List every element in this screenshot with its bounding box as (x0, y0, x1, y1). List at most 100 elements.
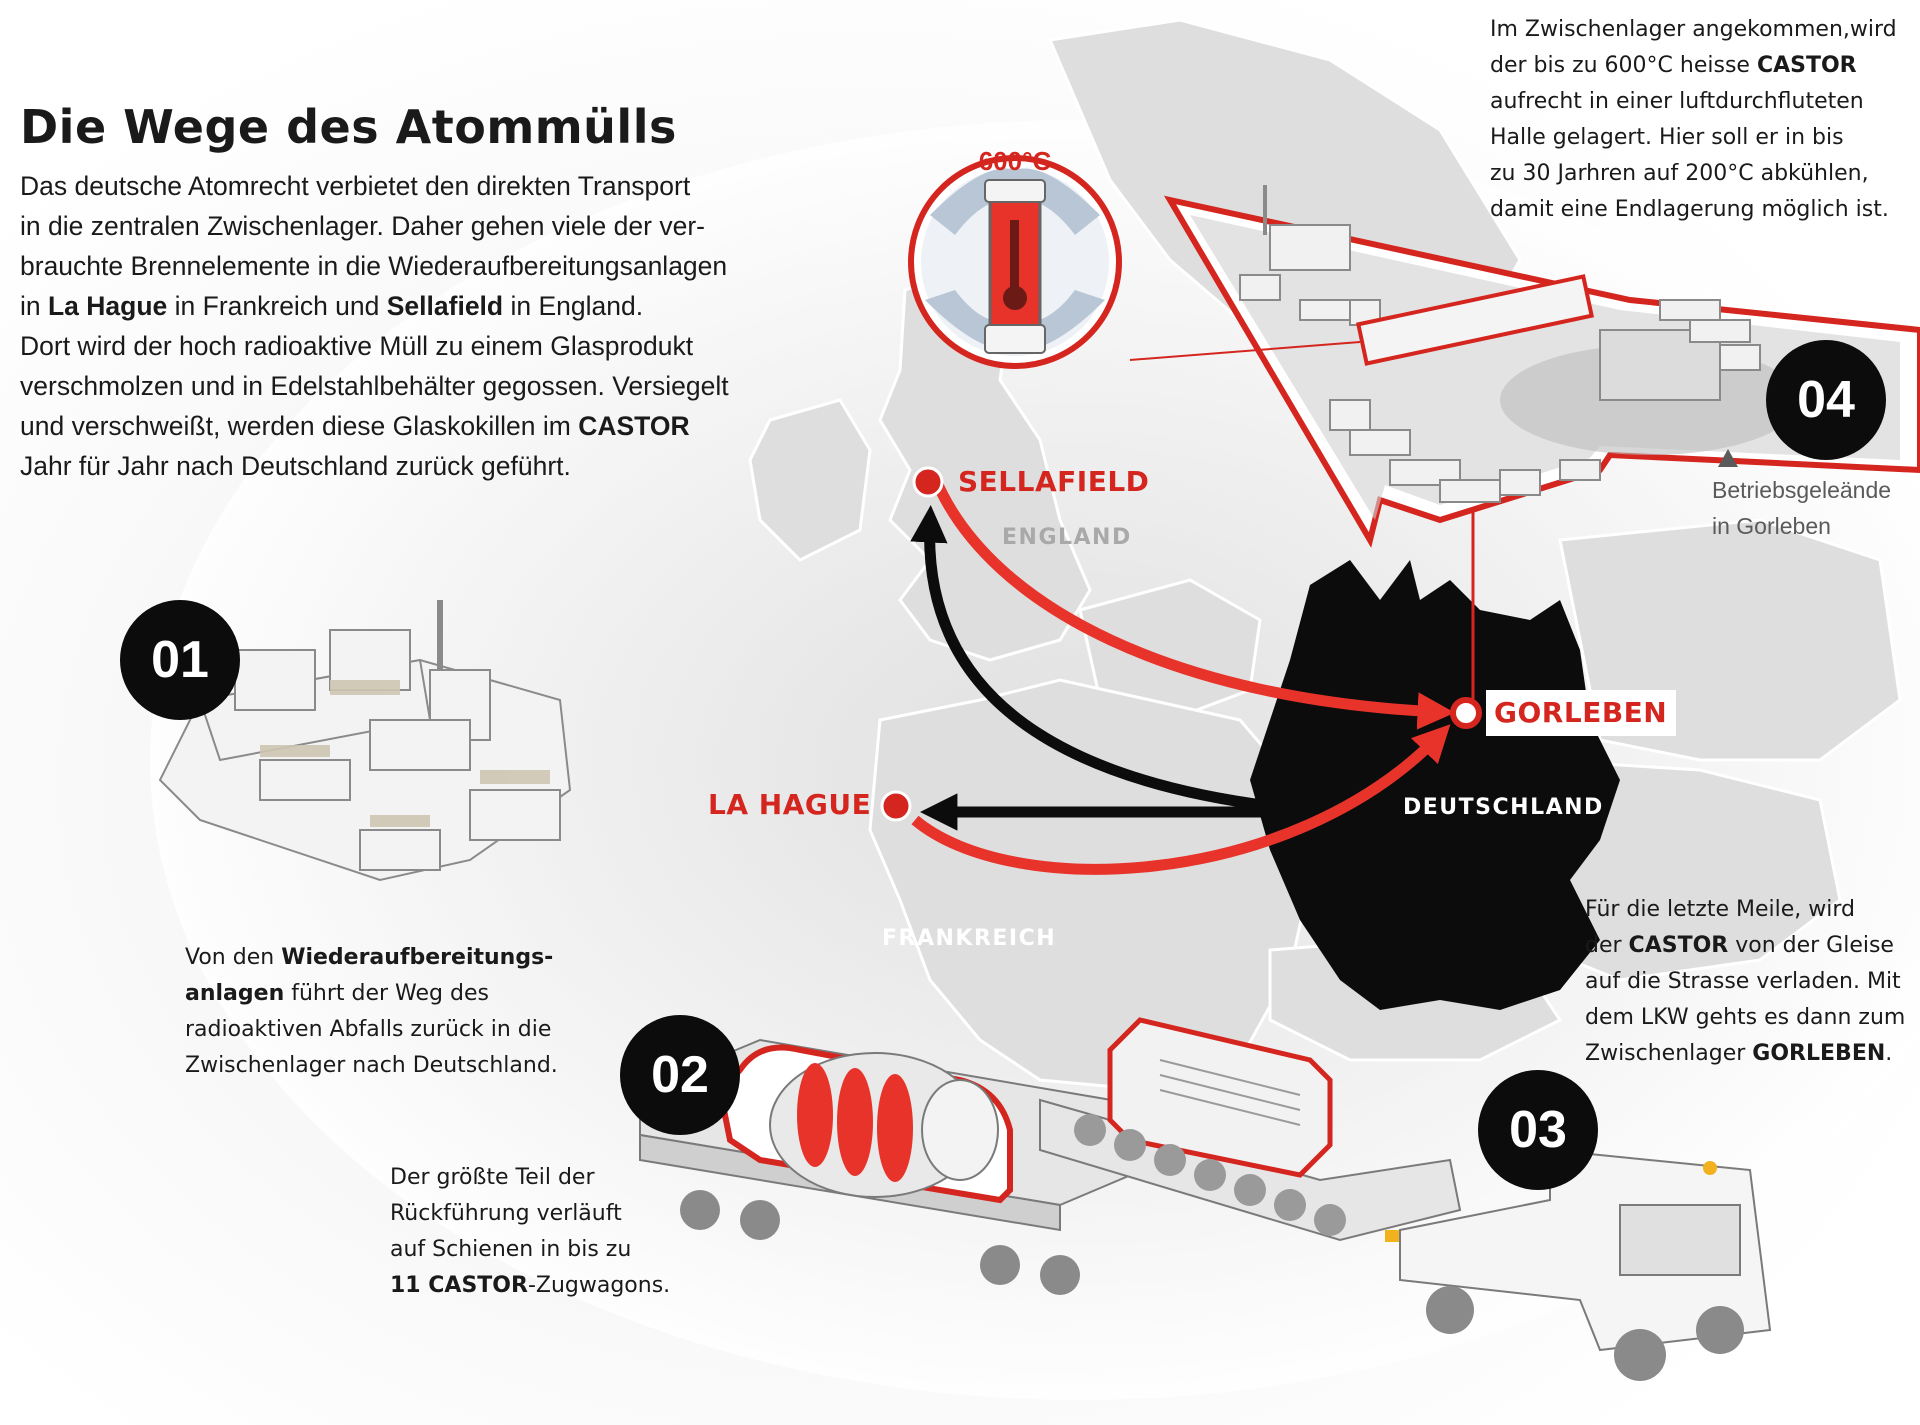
step-03-badge: 03 (1478, 1070, 1598, 1190)
page-title: Die Wege des Atommülls (20, 100, 677, 154)
castor-truck (1039, 1017, 1772, 1381)
text-line: auf Schienen in bis zu (390, 1232, 670, 1268)
france (868, 678, 1312, 1092)
deutschland-label: DEUTSCHLAND (1403, 795, 1604, 820)
text-line: aufrecht in einer luftdurchfluteten (1490, 84, 1897, 120)
text-segment: Das deutsche Atomrecht verbietet den dir… (20, 171, 691, 201)
text-line: Zwischenlager GORLEBEN. (1585, 1036, 1905, 1072)
text-segment: . (1885, 1041, 1893, 1066)
text-segment: Zwischenlager (1585, 1041, 1753, 1066)
text-line: der bis zu 600°C heisse CASTOR (1490, 48, 1897, 84)
route-sellafield-to-gorleben (929, 475, 1455, 730)
emphasis-text: La Hague (48, 291, 168, 321)
text-segment: Von den (185, 945, 282, 970)
frankreich-label: FRANKREICH (882, 926, 1057, 951)
text-segment: Für die letzte Meile, wird (1585, 897, 1856, 922)
emphasis-text: CASTOR (1756, 53, 1857, 78)
caption-04: Im Zwischenlager angekommen,wird der bis … (1490, 12, 1897, 228)
text-line: Für die letzte Meile, wird (1585, 892, 1905, 928)
storage-hall (1355, 274, 1595, 366)
text-line: Rückführung verläuft (390, 1196, 670, 1232)
text-segment: -Zugwagons. (527, 1273, 671, 1298)
text-line: zu 30 Jarhren auf 200°C abkühlen, (1490, 156, 1897, 192)
route-la-hague-to-gorleben (911, 724, 1451, 875)
text-segment: brauchte Brennelemente in die Wiederaufb… (20, 251, 728, 281)
text-line: in La Hague in Frankreich und Sellafield… (20, 286, 760, 326)
text-line: Das deutsche Atomrecht verbietet den dir… (20, 166, 760, 206)
la-hague-marker (880, 790, 912, 822)
text-segment: dem LKW gehts es dann zum (1585, 1005, 1906, 1030)
text-line: dem LKW gehts es dann zum (1585, 1000, 1905, 1036)
caption-03: Für die letzte Meile, wird der CASTOR von… (1585, 892, 1905, 1072)
england-label: ENGLAND (1002, 525, 1132, 550)
text-segment: Im Zwischenlager angekommen,wird (1490, 17, 1897, 42)
step-01-badge: 01 (120, 600, 240, 720)
text-segment: führt der Weg des (284, 981, 489, 1006)
text-line: und verschweißt, werden diese Glaskokill… (20, 406, 760, 446)
emphasis-text: GORLEBEN (1752, 1041, 1886, 1066)
text-line: Dort wird der hoch radioaktive Müll zu e… (20, 326, 760, 366)
text-segment: auf Schienen in bis zu (390, 1237, 632, 1262)
text-line: in die zentralen Zwischenlager. Daher ge… (20, 206, 760, 246)
text-segment: in die zentralen Zwischenlager. Daher ge… (20, 211, 705, 241)
text-line: 11 CASTOR-Zugwagons. (390, 1268, 670, 1304)
text-line: Im Zwischenlager angekommen,wird (1490, 12, 1897, 48)
emphasis-text: 11 CASTOR (390, 1273, 528, 1298)
step-02-badge: 02 (620, 1015, 740, 1135)
text-segment: Halle gelagert. Hier soll er in bis (1490, 125, 1844, 150)
gorleben-marker (1450, 697, 1482, 729)
emphasis-text: Sellafield (386, 291, 504, 321)
site-legend: Betriebsgeleände in Gorleben (1712, 472, 1891, 544)
text-line: der CASTOR von der Gleise (1585, 928, 1905, 964)
emphasis-text: CASTOR (1628, 933, 1729, 958)
text-segment: aufrecht in einer luftdurchfluteten (1490, 89, 1864, 114)
text-segment: in England. (503, 291, 644, 321)
emphasis-text: Wiederaufbereitungs- (281, 945, 554, 970)
text-line: Halle gelagert. Hier soll er in bis (1490, 120, 1897, 156)
route-germany-to-sellafield (910, 505, 1306, 816)
legend-line-1: Betriebsgeleände (1712, 477, 1892, 503)
emphasis-text: CASTOR (578, 411, 690, 441)
text-segment: in (20, 291, 48, 321)
step-04-badge: 04 (1766, 340, 1886, 460)
text-segment: in Frankreich und (167, 291, 387, 321)
text-segment: Zwischenlager nach Deutschland. (185, 1053, 558, 1078)
text-line: radioaktiven Abfalls zurück in die (185, 1012, 558, 1048)
text-segment: der bis zu 600°C heisse (1490, 53, 1757, 78)
text-segment: zu 30 Jarhren auf 200°C abkühlen, (1490, 161, 1869, 186)
text-segment: der (1585, 933, 1629, 958)
ireland (748, 398, 872, 562)
castor-thermo-callout (908, 155, 1122, 369)
text-segment: auf die Strasse verladen. Mit (1585, 969, 1901, 994)
emphasis-text: anlagen (185, 981, 285, 1006)
text-segment: und verschweißt, werden diese Glaskokill… (20, 411, 579, 441)
intro-text: Das deutsche Atomrecht verbietet den dir… (20, 166, 760, 486)
text-line: Der größte Teil der (390, 1160, 670, 1196)
text-line: Zwischenlager nach Deutschland. (185, 1048, 558, 1084)
text-segment: Rückführung verläuft (390, 1201, 622, 1226)
text-segment: Jahr für Jahr nach Deutschland zurück ge… (20, 451, 571, 481)
text-line: brauchte Brennelemente in die Wiederaufb… (20, 246, 760, 286)
temperature-label: 600°C (978, 146, 1052, 176)
gorleben-label: GORLEBEN (1494, 696, 1668, 729)
text-segment: verschmolzen und in Edelstahlbehälter ge… (20, 371, 729, 401)
gorleben-label-bg (1486, 690, 1676, 736)
text-segment: Dort wird der hoch radioaktive Müll zu e… (20, 331, 694, 361)
text-segment: Der größte Teil der (390, 1165, 595, 1190)
castor-rail-wagon (639, 1038, 1192, 1295)
legend-triangle (1718, 449, 1738, 467)
text-line: auf die Strasse verladen. Mit (1585, 964, 1905, 1000)
text-line: damit eine Endlagerung möglich ist. (1490, 192, 1897, 228)
text-segment: radioaktiven Abfalls zurück in die (185, 1017, 552, 1042)
legend-line-2: in Gorleben (1712, 513, 1831, 539)
text-segment: von der Gleise (1728, 933, 1894, 958)
sellafield-label: SELLAFIELD (958, 465, 1150, 498)
text-line: verschmolzen und in Edelstahlbehälter ge… (20, 366, 760, 406)
text-line: Von den Wiederaufbereitungs- (185, 940, 558, 976)
text-segment: damit eine Endlagerung möglich ist. (1490, 197, 1889, 222)
sellafield-marker (912, 466, 944, 498)
text-line: anlagen führt der Weg des (185, 976, 558, 1012)
germany (1250, 560, 1620, 1010)
